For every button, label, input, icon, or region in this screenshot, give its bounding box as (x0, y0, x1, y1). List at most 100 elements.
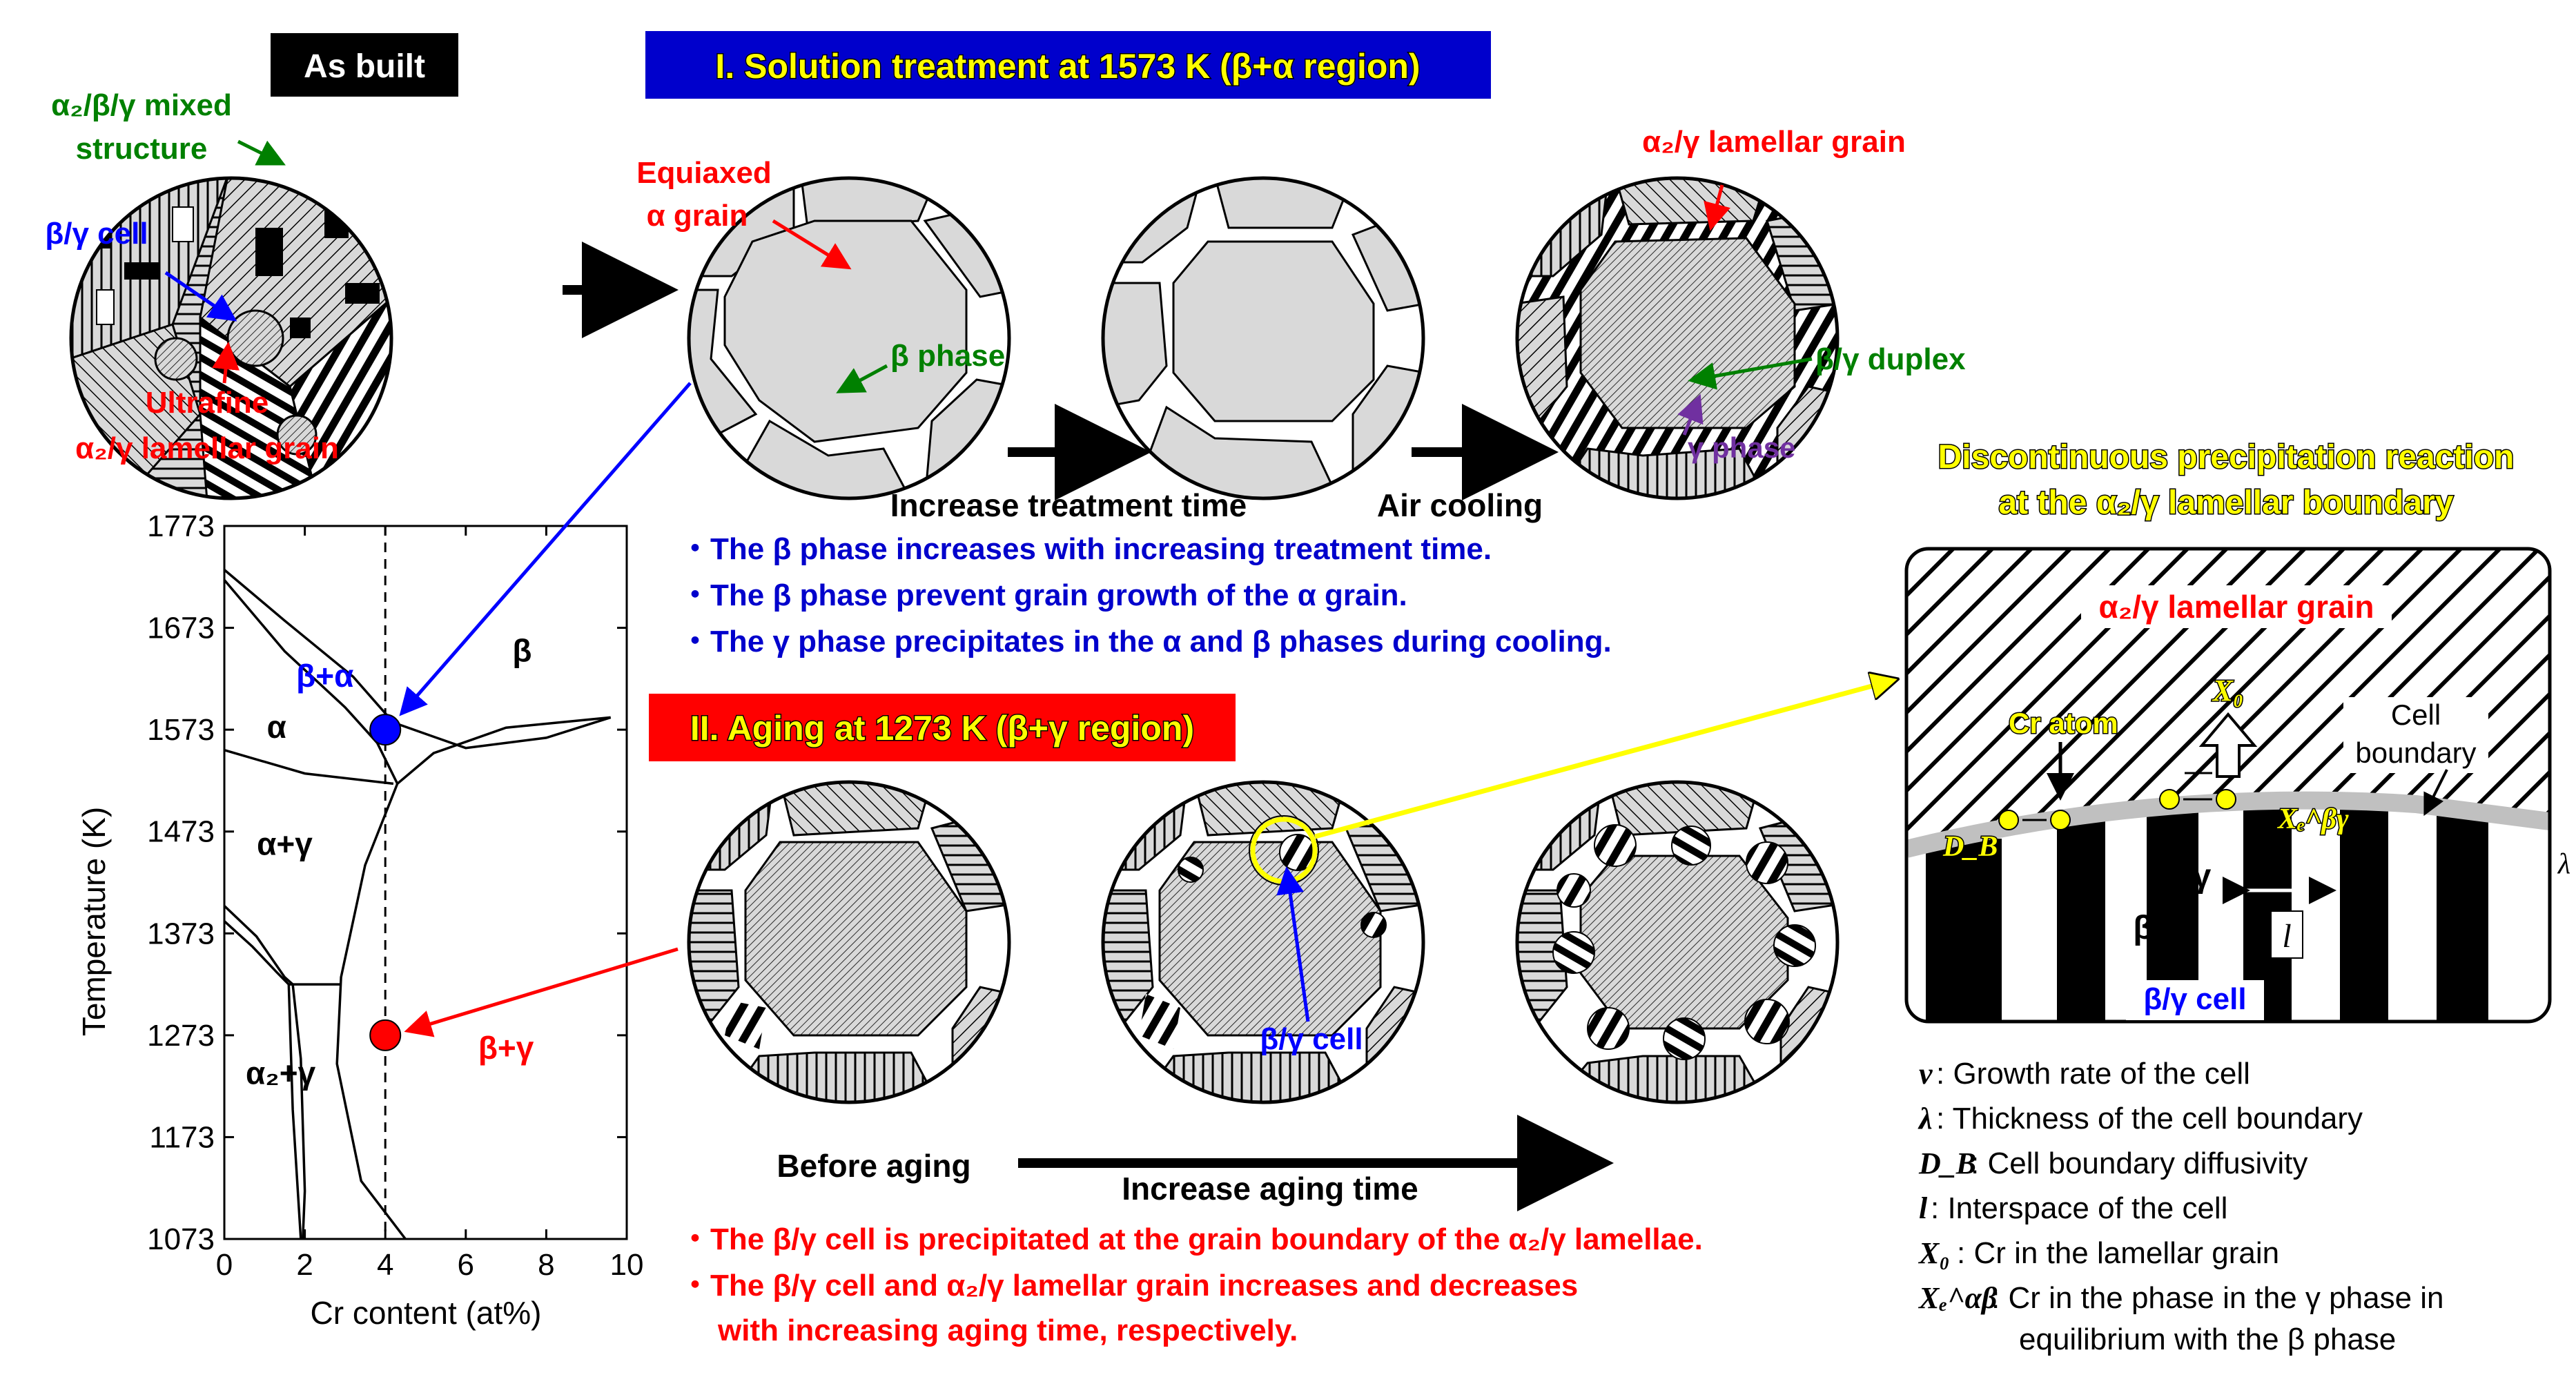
stage1-bullet-1: ・The β phase increases with increasing t… (680, 532, 1492, 566)
gamma-phase-label: γ phase (1688, 431, 1795, 464)
x-tick-label-2: 4 (377, 1248, 393, 1282)
stage1-title: I. Solution treatment at 1573 K (β+α reg… (715, 47, 1420, 86)
beta-label: β (2133, 910, 2153, 946)
as-built-title: As built (304, 48, 425, 85)
mixed-structure-label-2: structure (76, 132, 208, 166)
phase-boundary-5 (223, 920, 290, 986)
region-label-1: β+α (296, 658, 353, 694)
stage2-micro-2 (1103, 782, 1423, 1102)
phase-diagram-ylabel: Temperature (K) (76, 807, 112, 1036)
condition-point-0 (369, 714, 402, 746)
lamellar-grain-arrow (1704, 184, 1730, 231)
cell-boundary-arrow (2423, 769, 2448, 817)
cell-boundary-label: Cell (2391, 699, 2441, 731)
inset-border (1904, 547, 2552, 1024)
condition-point-1 (369, 1019, 402, 1051)
as-built-panel: As built α₂/β/γ mixed structure β/γ cell (45, 33, 458, 500)
cr-atom-label: Cr atom (2009, 707, 2118, 739)
legend-sym-2: λ (1918, 1102, 1933, 1135)
inset-title-1: Discontinuous precipitation reaction (1938, 439, 2515, 476)
stage1-bullet-3: ・The γ phase precipitates in the α and β… (680, 625, 1612, 658)
phase-boundary-8 (291, 984, 306, 1240)
y-tick-label-3: 1373 (147, 917, 215, 950)
phase-boundary-4 (223, 905, 294, 986)
y-tick-label-7: 1773 (147, 509, 215, 543)
equiaxed-arrow (772, 219, 852, 270)
x-tick-label-0: 0 (216, 1248, 233, 1282)
x0-label: X₀ (2212, 674, 2244, 707)
as-built-cell-arrow (164, 271, 237, 322)
stage2-bullet-2b: with increasing aging time, respectively… (717, 1314, 1298, 1347)
ultrafine-label: Ultrafine (146, 386, 269, 420)
lamellar-grain-label: α₂/γ lamellar grain (1642, 125, 1906, 159)
as-built-title-box (271, 33, 458, 97)
legend-text-5: : Cr in the lamellar grain (1957, 1236, 2279, 1270)
beta-phase-label: β phase (890, 339, 1005, 373)
air-cooling-label: Air cooling (1377, 487, 1543, 523)
mixed-structure-arrow (237, 139, 286, 166)
before-aging-label: Before aging (777, 1148, 970, 1184)
phase-boundary-2 (224, 749, 394, 785)
legend-sym-1: v (1919, 1057, 1933, 1091)
duplex-label: β/γ duplex (1815, 342, 1966, 376)
y-tick-label-1: 1173 (149, 1120, 215, 1154)
ultrafine-arrow (212, 342, 240, 384)
stage2-cell-arrow (1276, 866, 1310, 1022)
phase-boundary-3 (335, 716, 611, 1240)
region-label-4: α₂+γ (246, 1055, 316, 1091)
solution-arrow (399, 382, 692, 716)
cr-atom-4 (2216, 789, 2236, 810)
legend-text-7: equilibrium with the β phase (2019, 1322, 2396, 1356)
inset-title-2: at the α₂/γ lamellar boundary (1998, 485, 2453, 521)
cr-atom-1 (1998, 810, 2019, 830)
y-tick-label-0: 1073 (147, 1222, 215, 1256)
aging-arrow (404, 947, 679, 1037)
zoom-arrow (1314, 680, 1895, 839)
cr-atom-3 (2159, 789, 2180, 810)
legend-sym-3: D_B (1918, 1146, 1976, 1180)
inset-cell-label: β/γ cell (2143, 982, 2246, 1016)
cell-boundary-label-2: boundary (2355, 736, 2476, 769)
cr-atom-2 (2050, 810, 2071, 830)
phase-diagram-xlabel: Cr content (at%) (311, 1295, 542, 1331)
region-label-2: α (267, 709, 286, 745)
gamma-label: γ (2193, 858, 2212, 895)
stage1-micro-1 (689, 178, 1009, 498)
legend-sym-6: Xₑ^αβ (1918, 1281, 1998, 1315)
x-tick-label-1: 2 (296, 1248, 313, 1282)
stage2-title-box (649, 694, 1236, 761)
region-label-5: β+γ (478, 1030, 534, 1066)
stage1-title-box (645, 31, 1491, 99)
duplex-arrow (1688, 357, 1813, 390)
legend-text-4: : Interspace of the cell (1931, 1191, 2227, 1225)
stage2-bullet-1: ・The β/γ cell is precipitated at the gra… (680, 1222, 1703, 1256)
phase-boundary-7 (287, 984, 302, 1240)
y-tick-label-4: 1473 (147, 815, 215, 849)
equiaxed-label: Equiaxed (636, 156, 772, 190)
lambda-label: λ (2557, 848, 2570, 880)
x-tick-label-3: 6 (458, 1248, 474, 1282)
legend-text-1: : Growth rate of the cell (1936, 1057, 2250, 1091)
stage2-title: II. Aging at 1273 K (β+γ region) (690, 709, 1194, 748)
region-label-3: α+γ (257, 826, 313, 862)
db-label: D_B (1942, 831, 1998, 863)
stage1-bullet-2: ・The β phase prevent grain growth of the… (680, 578, 1407, 612)
legend-sym-4: l (1919, 1191, 1928, 1225)
ultrafine-label-2: α₂/γ lamellar grain (75, 431, 339, 465)
stage2-cell-label: β/γ cell (1260, 1022, 1363, 1056)
stage1-panel: I. Solution treatment at 1573 K (β+α reg… (636, 31, 1966, 658)
growth-arrow (2198, 712, 2258, 778)
y-tick-label-5: 1573 (147, 713, 215, 747)
inset-lamellar-label: α₂/γ lamellar grain (2099, 589, 2374, 625)
plot-frame (223, 525, 628, 1240)
stage1-micro-3 (1517, 178, 1837, 498)
legend-text-6: : Cr in the phase in the γ phase in (1991, 1281, 2444, 1315)
stage2-panel: II. Aging at 1273 K (β+γ region) (649, 694, 1840, 1347)
xe-label: Xₑ^βγ (2276, 803, 2349, 835)
increase-treatment-label: Increase treatment time (890, 487, 1247, 523)
stage2-bullet-2a: ・The β/γ cell and α₂/γ lamellar grain in… (680, 1269, 1578, 1302)
y-tick-label-6: 1673 (147, 612, 215, 645)
